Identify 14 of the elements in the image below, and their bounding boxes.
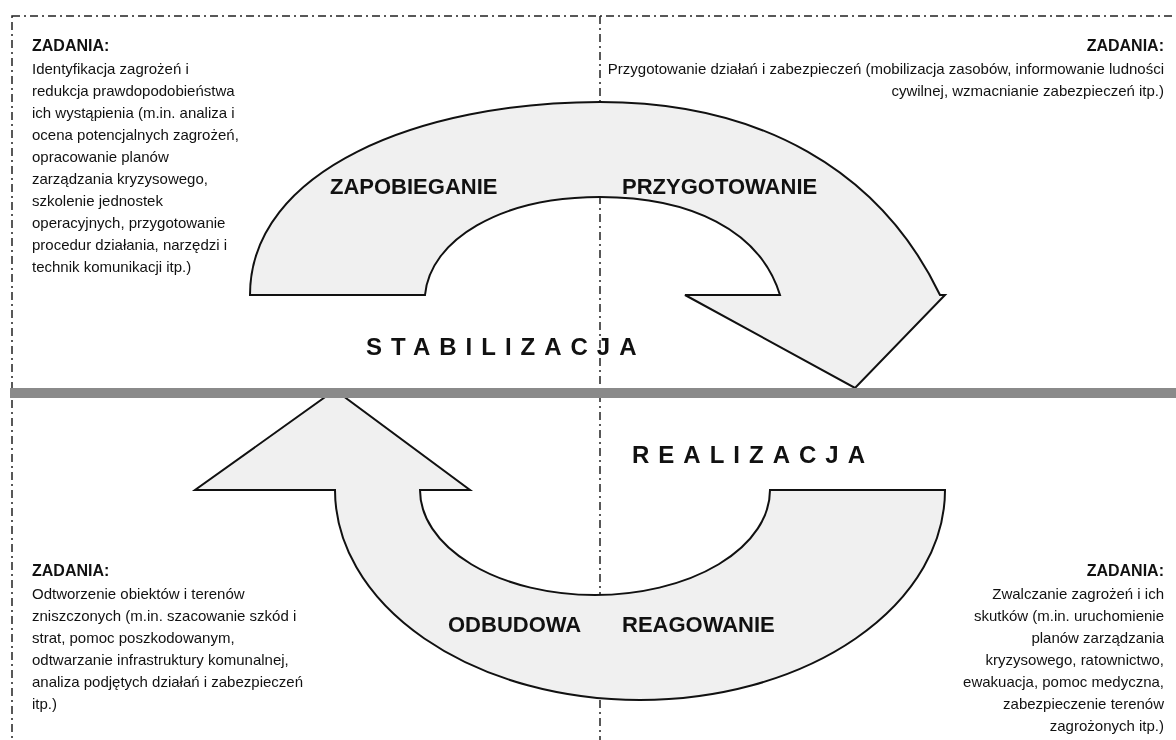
stage-label: REALIZACJA [632,440,874,470]
section-heading: ZADANIA: [32,561,110,581]
section-heading: ZADANIA: [32,36,110,56]
phase-label: PRZYGOTOWANIE [622,173,818,201]
task-description: Odtworzenie obiektów i terenów zniszczonych (m.in. szacowanie szkód i strat, pomoc poszkodowanym, odtwarzanie infrastruktury komunalnej, analiza podjętych działań i zabezpieczeń itp.) [32,585,303,712]
phase-label: ZAPOBIEGANIE [330,173,498,201]
task-description: Przygotowanie działań i zabezpieczeń (mobilizacja zasobów, informowanie ludności cywilnej, wzmacnianie zabezpieczeń itp.) [607,60,1164,99]
phase-label: ODBUDOWA [448,611,582,639]
section-heading: ZADANIA: [1085,561,1164,581]
task-description: Identyfikacja zagrożeń i redukcja prawdopodobieństwa ich wystąpienia (m.in. analiza i ocena potencjalnych zagrożeń, opracowanie planów zarządzania kryzysowego, szkolenie jednostek operacyjnych, przygotowanie procedur działania, narzędzi i technik komunikacji itp.) [32,60,239,275]
section-heading: ZADANIA: [1085,36,1164,56]
phase-label: REAGOWANIE [622,611,775,639]
stage-label: STABILIZACJA [366,332,646,362]
task-description: Zwalczanie zagrożeń i ich skutków (m.in. uruchomienie planów zarządzania kryzysowego, ratownictwo, ewakuacja, pomoc medyczna, zabezpieczenie terenów zagrożonych itp.) [963,585,1164,734]
